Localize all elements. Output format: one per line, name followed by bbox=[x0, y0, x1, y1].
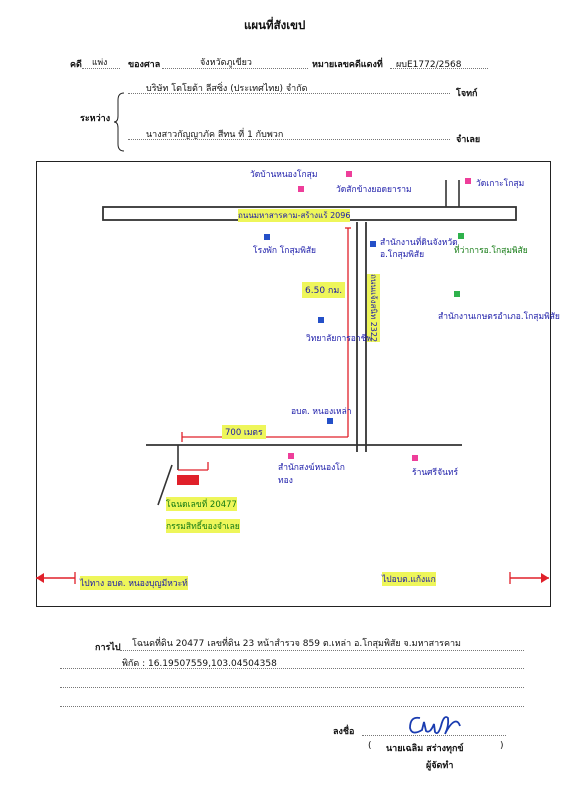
label-rural-office: สำนักงานเกษตรอำเภอ.โกสุมพิสัย bbox=[438, 312, 560, 322]
case-label: คดี bbox=[70, 60, 82, 70]
blue-marker bbox=[318, 317, 324, 323]
route-label: การไป bbox=[95, 643, 121, 653]
map-frame bbox=[36, 161, 551, 607]
label-hospital: โรงพัก โกสุมพิสัย bbox=[253, 246, 317, 256]
brace bbox=[114, 92, 125, 152]
label-distance-2: 700 เมตร bbox=[222, 425, 266, 439]
label-owner: กรรมสิทธิ์ของจำเลย bbox=[166, 519, 240, 533]
pink-marker bbox=[412, 455, 418, 461]
pink-marker bbox=[465, 178, 471, 184]
case-value: แพ่ง bbox=[92, 58, 108, 68]
label-right-arrow: ไปอบต.แก้งแก bbox=[382, 572, 436, 586]
label-land-office: สำนักงานที่ดินจังหวัด อ.โกสุมพิสัย bbox=[380, 238, 458, 260]
signer-name: นายเฉลิม สร่างทุกข์ bbox=[386, 744, 464, 754]
pink-marker bbox=[288, 453, 294, 459]
court-value: จังหวัดภูเขียว bbox=[200, 58, 252, 68]
sign-label: ลงชื่อ bbox=[333, 727, 355, 737]
blue-marker bbox=[370, 241, 376, 247]
label-wat-north: วัดบ้านหนองโกสุม bbox=[250, 170, 318, 180]
plaintiff-role: โจทก์ bbox=[456, 89, 478, 99]
label-shop: ร้านศรีจันทร์ bbox=[412, 468, 459, 478]
blue-marker bbox=[264, 234, 270, 240]
plot-marker bbox=[177, 475, 199, 485]
label-road-top: ถนนมหาสารคาม-สร้างแร้ 2096 bbox=[238, 209, 351, 222]
label-district-office: ที่ว่าการอ.โกสุมพิสัย bbox=[454, 246, 528, 256]
red-case-label: หมายเลขคดีแดงที่ bbox=[312, 60, 383, 70]
pink-marker bbox=[298, 186, 304, 192]
green-marker bbox=[458, 233, 464, 239]
label-left-arrow: ไปทาง อบต. หนองบุญมีหวะท์ bbox=[80, 576, 188, 590]
label-plot: โฉนดเลขที่ 20477 bbox=[166, 497, 237, 511]
red-case-value: ผบE1772/2568 bbox=[396, 60, 462, 70]
label-mine: วิทยาลัยการอาชีพ bbox=[306, 334, 373, 344]
paren-open: ( bbox=[368, 741, 372, 751]
blue-marker bbox=[327, 418, 333, 424]
defendant-name: นางสาวกัญญาภัค สีทน ที่ 1 กับพวก bbox=[146, 130, 284, 140]
green-marker bbox=[454, 291, 460, 297]
route-text: โฉนดที่ดิน 20477 เลขที่ดิน 23 หน้าสำรวจ … bbox=[132, 639, 461, 649]
plaintiff-name: บริษัท โตโยต้า ลีสซิ่ง (ประเทศไทย) จำกัด bbox=[146, 84, 308, 94]
label-wat-east: วัดเกาะโกสุม bbox=[476, 179, 525, 189]
label-wat-center: วัดสักข้างยอดยาราม bbox=[336, 185, 412, 195]
signature bbox=[409, 716, 461, 735]
signer-role: ผู้จัดทำ bbox=[426, 761, 454, 771]
coords-text: พิกัด : 16.19507559,103.04504358 bbox=[122, 659, 277, 669]
label-road-vertical: ถนนแจ้งสนิท 2322 bbox=[367, 274, 380, 343]
pink-marker bbox=[346, 171, 352, 177]
label-sub-district: อบต. หนองเหล่า bbox=[291, 407, 352, 417]
label-distance-1: 6.50 กม. bbox=[302, 282, 346, 298]
defendant-role: จำเลย bbox=[456, 135, 481, 145]
court-label: ของศาล bbox=[128, 60, 161, 70]
between-label: ระหว่าง bbox=[80, 114, 111, 124]
paren-close: ) bbox=[500, 741, 504, 751]
page-title: แผนที่สังเขป bbox=[244, 18, 306, 32]
label-school: สำนักสงฆ์หนองโกทอง bbox=[278, 463, 345, 486]
